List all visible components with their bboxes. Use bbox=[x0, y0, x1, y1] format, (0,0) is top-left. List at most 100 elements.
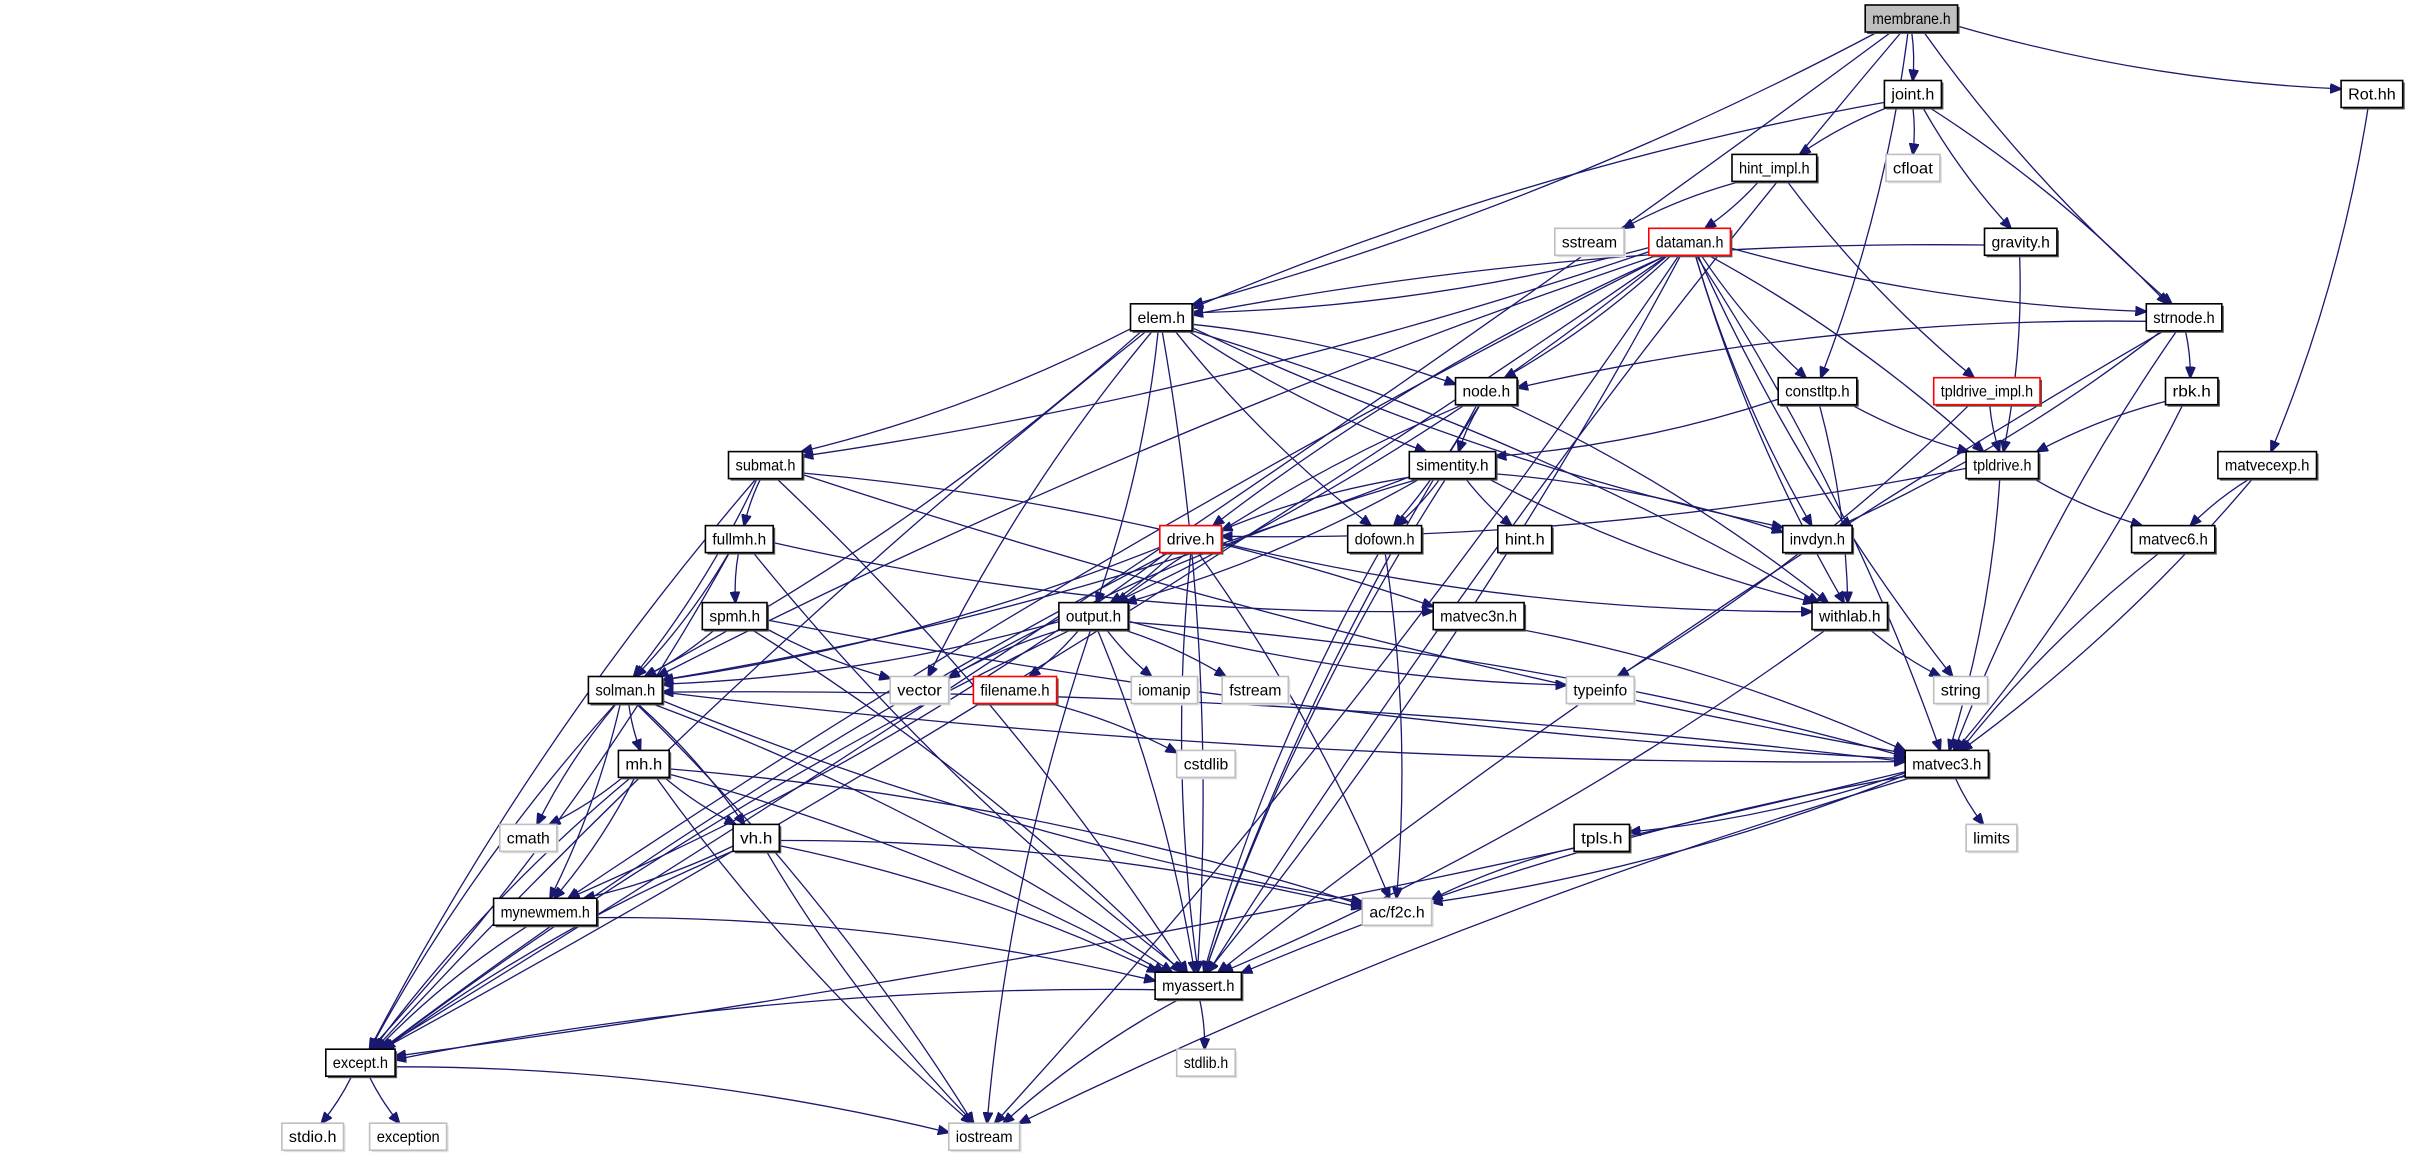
node-matvecexp[interactable]: matvecexp.h bbox=[2217, 450, 2319, 481]
edge-solman-to-mh bbox=[628, 703, 641, 751]
edge-filename-to-cstdlib bbox=[1049, 702, 1177, 753]
edge-dataman-to-mynewmem bbox=[568, 254, 1667, 898]
edge-rothh-to-matvecexp bbox=[2271, 107, 2369, 452]
node-constltp[interactable]: constltp.h bbox=[1777, 376, 1859, 407]
node-label: node.h bbox=[1463, 384, 1511, 401]
edge-mh-to-acf2c bbox=[669, 768, 1362, 905]
edge-submat-to-myassert bbox=[776, 478, 1187, 973]
node-box bbox=[1965, 823, 2018, 853]
node-submat[interactable]: submat.h bbox=[727, 450, 805, 481]
edge-dataman-to-iostream bbox=[995, 254, 1680, 1123]
node-label: ac/f2c.h bbox=[1369, 904, 1424, 921]
node-box bbox=[727, 450, 804, 480]
node-cmath: cmath bbox=[498, 823, 559, 854]
node-dataman[interactable]: dataman.h bbox=[1648, 227, 1733, 258]
edge-tpls-to-acf2c bbox=[1432, 847, 1575, 899]
edge-dataman-to-output bbox=[1115, 254, 1669, 602]
edge-elem-to-submat bbox=[802, 328, 1131, 452]
edge-strnode-to-rbk bbox=[2184, 330, 2190, 378]
edge-myassert-to-stdlib bbox=[1198, 999, 1205, 1049]
node-mynewmem[interactable]: mynewmem.h bbox=[492, 897, 599, 928]
edge-membrane-to-joint bbox=[1912, 31, 1914, 81]
edge-hint_impl-to-tpldrive_impl bbox=[1786, 181, 1974, 377]
node-label: dataman.h bbox=[1656, 234, 1724, 251]
edge-drive-to-except bbox=[382, 552, 1170, 1050]
node-label: mynewmem.h bbox=[501, 904, 590, 921]
node-joint[interactable]: joint.h bbox=[1883, 79, 1944, 110]
node-label: output.h bbox=[1066, 609, 1121, 626]
edge-drive-to-output bbox=[1111, 552, 1175, 603]
edge-strnode-to-node bbox=[1517, 320, 2147, 388]
edge-node-to-output bbox=[1117, 404, 1463, 603]
edge-joint-to-elem bbox=[1192, 101, 1885, 308]
edge-withlab-to-string bbox=[1869, 629, 1940, 677]
edge-dataman-to-drive bbox=[1213, 254, 1668, 525]
edge-constltp-to-withlab bbox=[1818, 404, 1847, 603]
edge-spmh-to-vector bbox=[766, 628, 890, 678]
node-dofown[interactable]: dofown.h bbox=[1346, 524, 1424, 555]
node-gravity[interactable]: gravity.h bbox=[1983, 227, 2059, 258]
edge-submat-to-solman bbox=[634, 478, 758, 677]
node-box bbox=[2217, 450, 2318, 480]
edge-dataman-to-solman bbox=[657, 254, 1658, 676]
node-strnode[interactable]: strnode.h bbox=[2145, 302, 2224, 333]
edge-elem-to-withlab bbox=[1191, 330, 1819, 603]
edge-mh-to-iostream bbox=[655, 777, 972, 1123]
node-myassert[interactable]: myassert.h bbox=[1154, 971, 1244, 1002]
node-vh[interactable]: vh.h bbox=[732, 823, 782, 854]
node-label: mh.h bbox=[625, 756, 662, 773]
node-matvec6[interactable]: matvec6.h bbox=[2130, 524, 2217, 555]
node-hint-impl[interactable]: hint_impl.h bbox=[1731, 153, 1819, 184]
edge-submat-to-matvec3 bbox=[802, 473, 1905, 754]
node-matvec3[interactable]: matvec3.h bbox=[1904, 749, 1991, 780]
node-rbk[interactable]: rbk.h bbox=[2164, 376, 2220, 407]
edge-drive-to-withlab bbox=[1221, 542, 1812, 612]
edge-withlab-to-myassert bbox=[1222, 629, 1827, 973]
node-membrane[interactable]: membrane.h bbox=[1864, 4, 1960, 34]
edge-solman-to-except bbox=[370, 703, 617, 1050]
node-label: matvec6.h bbox=[2139, 532, 2208, 549]
node-except[interactable]: except.h bbox=[324, 1048, 398, 1079]
node-box bbox=[492, 897, 598, 927]
edge-output-to-fstream bbox=[1122, 628, 1226, 677]
node-tpls[interactable]: tpls.h bbox=[1573, 823, 1632, 854]
edge-matvec3-to-solman bbox=[662, 692, 1906, 763]
edge-vh-to-mynewmem bbox=[584, 845, 734, 898]
node-invdyn[interactable]: invdyn.h bbox=[1782, 524, 1855, 555]
node-cfloat: cfloat bbox=[1885, 153, 1942, 184]
edge-fullmh-to-solman bbox=[636, 552, 730, 677]
node-spmh[interactable]: spmh.h bbox=[701, 601, 769, 632]
edge-spmh-to-myassert bbox=[751, 629, 1182, 973]
edge-gravity-to-tpldrive bbox=[2003, 255, 2021, 451]
edge-elem-to-except bbox=[375, 330, 1148, 1049]
node-box bbox=[1885, 153, 1941, 183]
node-label: withlab.h bbox=[1818, 609, 1880, 626]
node-elem[interactable]: elem.h bbox=[1129, 302, 1195, 333]
node-box bbox=[2145, 302, 2223, 332]
node-filename[interactable]: filename.h bbox=[972, 675, 1059, 706]
node-withlab[interactable]: withlab.h bbox=[1811, 601, 1890, 632]
node-mh[interactable]: mh.h bbox=[617, 749, 672, 780]
edge-tpldrive-to-drive bbox=[1221, 467, 1967, 536]
node-label: cstdlib bbox=[1184, 756, 1229, 773]
node-output[interactable]: output.h bbox=[1058, 601, 1131, 632]
node-solman[interactable]: solman.h bbox=[587, 675, 665, 706]
node-tpldrive-impl[interactable]: tpldrive_impl.h bbox=[1932, 376, 2042, 407]
node-matvec3n[interactable]: matvec3n.h bbox=[1432, 601, 1527, 632]
node-rothh[interactable]: Rot.hh bbox=[2340, 79, 2405, 110]
node-drive[interactable]: drive.h bbox=[1159, 524, 1224, 555]
edge-tpldrive-to-matvec6 bbox=[2033, 478, 2143, 526]
node-node[interactable]: node.h bbox=[1454, 376, 1520, 407]
edge-hint_impl-to-dataman bbox=[1705, 180, 1760, 228]
node-hint[interactable]: hint.h bbox=[1497, 524, 1554, 555]
node-box bbox=[498, 823, 558, 853]
node-box bbox=[1932, 675, 1989, 705]
node-fullmh[interactable]: fullmh.h bbox=[704, 524, 776, 555]
edge-matvec3-to-limits bbox=[1954, 777, 1983, 824]
edge-elem-to-invdyn bbox=[1191, 327, 1783, 528]
node-label: matvecexp.h bbox=[2225, 458, 2310, 475]
node-tpldrive[interactable]: tpldrive.h bbox=[1965, 450, 2041, 481]
node-simentity[interactable]: simentity.h bbox=[1408, 450, 1498, 481]
edge-gravity-to-elem bbox=[1192, 244, 1985, 315]
edge-drive-to-solman bbox=[662, 546, 1161, 680]
